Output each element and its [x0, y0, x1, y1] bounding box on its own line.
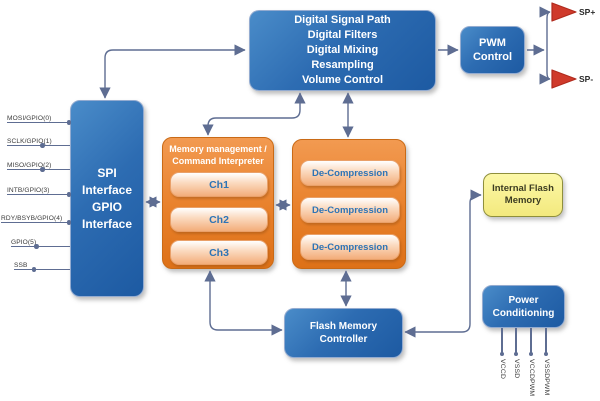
- memory-management-block: Memory management / Command Interpreter …: [162, 137, 274, 269]
- pin-wire: [7, 144, 70, 146]
- pin-wire: [501, 328, 503, 353]
- dsp-line: Resampling: [311, 59, 374, 71]
- pwm-line: Control: [472, 51, 513, 63]
- pin-dot: [31, 267, 37, 272]
- digital-signal-path-block: Digital Signal Path Digital Filters Digi…: [249, 10, 436, 91]
- speaker-plus-triangle-icon: [551, 2, 577, 22]
- ch3-label: Ch3: [209, 246, 229, 259]
- pin-wire: [7, 168, 70, 170]
- dsp-line: Volume Control: [301, 74, 384, 86]
- power-conditioning-block: Power Conditioning: [482, 285, 565, 328]
- pin-wire: [11, 245, 70, 247]
- ifm-line: Internal Flash: [492, 183, 554, 194]
- pin-vccdpwm: VCCDPWM: [524, 328, 538, 401]
- sp-plus-label: SP+: [579, 7, 596, 17]
- decompression-block: De-Compression De-Compression De-Compres…: [292, 139, 406, 269]
- pin-wire: [14, 268, 70, 270]
- pin-dot: [528, 351, 534, 356]
- pin-label: VSSD: [512, 359, 520, 379]
- pin-ssb: SSB: [4, 257, 70, 273]
- pin-wire: [7, 121, 70, 123]
- pin-dot: [66, 192, 71, 197]
- pin-miso-gpio2: MISO/GPIO(2): [4, 157, 70, 173]
- decompression-2-label: De-Compression: [311, 204, 388, 216]
- internal-flash-memory-block: Internal Flash Memory: [483, 173, 563, 217]
- pin-label: VCCD: [498, 359, 506, 380]
- pin-label: INTB/GPIO(3): [7, 187, 50, 194]
- pin-vssdpwm: VSSDPWM: [539, 328, 553, 401]
- pin-wire: [515, 328, 517, 353]
- decompression-1-subblock: De-Compression: [300, 160, 400, 186]
- ch2-label: Ch2: [209, 213, 229, 226]
- pin-sclk-gpio1: SCLK/GPIO(1): [4, 133, 70, 149]
- fmc-line: Flash Memory: [309, 321, 378, 332]
- pin-dot: [40, 143, 45, 148]
- dsp-line: Digital Signal Path: [294, 14, 391, 26]
- pin-mosi-gpio0: MOSI/GPIO(0): [4, 110, 71, 126]
- pin-dot: [543, 351, 549, 356]
- speaker-minus-triangle-icon: [551, 69, 577, 89]
- pin-wire: [7, 193, 70, 195]
- connector-flash-controller-to-internal-flash: [404, 189, 482, 338]
- pin-intb-gpio3: INTB/GPIO(3): [4, 182, 71, 198]
- pwm-line: PWM: [479, 37, 506, 49]
- spi-line: Interface: [81, 216, 133, 231]
- spi-gpio-interface-block: SPI Interface GPIO Interface: [70, 100, 144, 297]
- decompression-1-label: De-Compression: [311, 167, 388, 179]
- decompression-3-label: De-Compression: [311, 241, 388, 253]
- pin-dot: [499, 351, 505, 356]
- pin-rdy-bsyb-gpio4: RDY/BSYB/GPIO(4): [0, 210, 71, 226]
- pin-dot: [513, 351, 519, 356]
- pin-label: MISO/GPIO(2): [7, 162, 52, 169]
- flash-memory-controller-block: Flash Memory Controller: [284, 308, 403, 358]
- spi-line: Interface: [81, 182, 133, 197]
- power-line: Power: [508, 294, 539, 306]
- decompression-3-subblock: De-Compression: [300, 234, 400, 260]
- pin-gpio5: GPIO(5): [4, 234, 70, 250]
- pin-vssd: VSSD: [509, 328, 523, 401]
- pin-dot: [66, 220, 71, 225]
- sp-minus-label: SP-: [579, 74, 594, 84]
- dsp-line: Digital Mixing: [306, 44, 379, 56]
- pin-label: RDY/BSYB/GPIO(4): [1, 215, 63, 222]
- pin-label: VCCDPWM: [527, 359, 535, 397]
- pwm-control-block: PWM Control: [460, 26, 525, 74]
- pin-label: SCLK/GPIO(1): [7, 138, 52, 145]
- pin-vccd: VCCD: [495, 328, 509, 401]
- fmc-line: Controller: [319, 334, 368, 345]
- dsp-line: Digital Filters: [307, 29, 378, 41]
- pin-label: MOSI/GPIO(0): [7, 115, 52, 122]
- connector-memory-to-flash-controller: [204, 270, 283, 336]
- pin-wire: [545, 328, 547, 353]
- channel-ch2-subblock: Ch2: [170, 207, 268, 232]
- memory-title-line: Command Interpreter: [172, 156, 264, 166]
- pin-label: SSB: [14, 262, 28, 269]
- decompression-2-subblock: De-Compression: [300, 197, 400, 223]
- channel-ch3-subblock: Ch3: [170, 240, 268, 265]
- connector-dsp-to-memory: [202, 92, 306, 136]
- ifm-line: Memory: [504, 195, 542, 206]
- channel-ch1-subblock: Ch1: [170, 172, 268, 197]
- pin-dot: [34, 244, 39, 249]
- spi-line: GPIO: [91, 199, 122, 214]
- pin-dot: [66, 120, 71, 125]
- pin-wire: [530, 328, 532, 353]
- connector-split-to-speakers: [539, 6, 551, 85]
- pin-dot: [40, 167, 45, 172]
- pin-wire: [1, 221, 70, 223]
- ch1-label: Ch1: [209, 178, 229, 191]
- power-line: Conditioning: [492, 307, 555, 319]
- connector-spi-to-dsp: [99, 44, 246, 99]
- pin-label: GPIO(5): [11, 239, 37, 246]
- memory-title-line: Memory management /: [169, 144, 267, 154]
- spi-line: SPI: [97, 165, 117, 180]
- pin-label: VSSDPWM: [542, 359, 550, 396]
